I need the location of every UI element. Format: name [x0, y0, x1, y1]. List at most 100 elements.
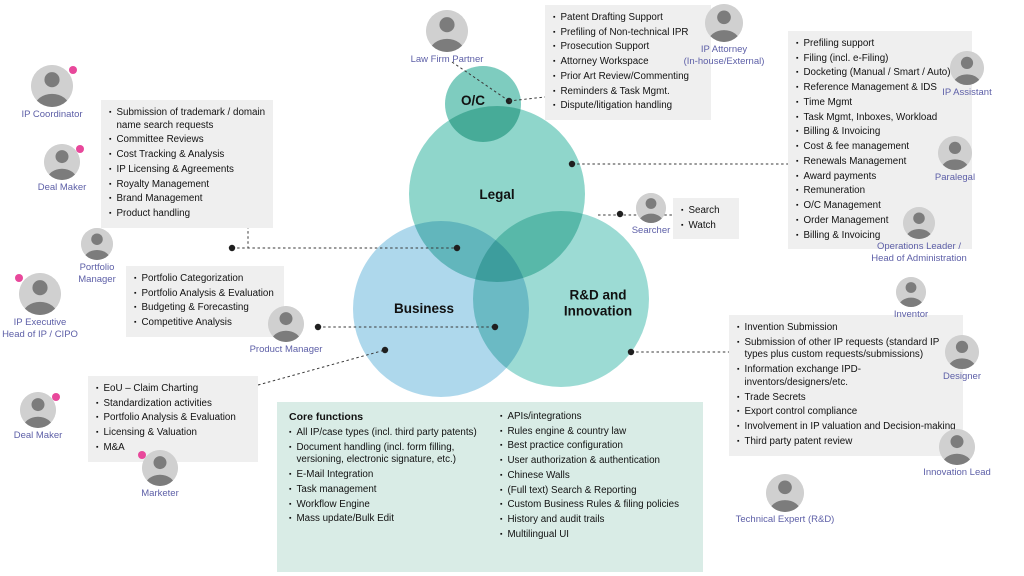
bullet-text: Time Mgmt — [803, 96, 853, 108]
bullet-text: APIs/integrations — [507, 411, 582, 422]
persona-law-firm-partner-label: Law Firm Partner — [410, 54, 484, 65]
persona-ip-executive-avatar — [19, 273, 61, 315]
persona-operations-leader-avatar — [903, 207, 935, 239]
persona-technical-expert-label: Technical Expert (R&D) — [735, 514, 835, 525]
bullet-text: History and audit trails — [507, 514, 605, 526]
person-silhouette-icon — [896, 277, 926, 307]
bullet-icon: ▪ — [289, 500, 292, 508]
bullet-text: Prefiling of Non-technical IPR — [560, 26, 689, 38]
person-silhouette-icon — [766, 474, 804, 512]
bullet-icon: ▪ — [96, 429, 99, 437]
connector-line — [451, 61, 510, 102]
bullet-item: ▪Involvement in IP valuation and Decisio… — [735, 421, 958, 434]
bullet-item: ▪ Prefiling support — [794, 38, 967, 51]
person-silhouette-icon — [142, 450, 178, 486]
bullet-text: Prefiling support — [803, 38, 875, 49]
bullet-text: Order Management — [803, 214, 889, 226]
bullet-text: Cost Tracking & Analysis — [116, 149, 225, 161]
person-silhouette-icon — [903, 207, 935, 239]
venn-label-business: Business — [393, 301, 455, 317]
bullet-text: Attorney Workspace — [560, 56, 649, 68]
bullet-icon: ▪ — [796, 143, 799, 151]
bullet-item: ▪Chinese Walls — [498, 470, 693, 483]
bullet-item: ▪ Billing & Invoicing — [794, 126, 967, 139]
bullet-icon: ▪ — [289, 515, 292, 523]
bullet-icon: ▪ — [96, 414, 99, 422]
bullet-text: User authorization & authentication — [507, 455, 660, 467]
bullet-icon: ▪ — [796, 98, 799, 106]
bullet-item: ▪Rules engine & country law — [498, 426, 693, 439]
persona-portfolio-manager-avatar — [81, 228, 113, 260]
bullet-text: Filing (incl. e-Filing) — [803, 52, 889, 64]
connector-dot — [314, 323, 322, 331]
persona-paralegal-avatar — [938, 136, 972, 170]
bullet-icon: ▪ — [96, 399, 99, 407]
person-silhouette-icon — [950, 51, 984, 85]
bullet-icon: ▪ — [737, 408, 740, 416]
persona-product-manager-label: Product Manager — [249, 344, 323, 355]
bullet-icon: ▪ — [289, 429, 292, 436]
bullet-text: Submission of trademark / domain name se… — [116, 107, 266, 131]
bullet-item: ▪Third party patent review — [735, 436, 958, 449]
bullet-item: ▪Cost Tracking & Analysis — [107, 149, 268, 162]
person-silhouette-icon — [20, 392, 56, 428]
bullet-item: ▪Search — [679, 205, 734, 218]
persona-paralegal-label: Paralegal — [934, 172, 976, 183]
persona-inventor-avatar — [896, 277, 926, 307]
bullet-text: M&A — [103, 441, 125, 453]
bullet-item: ▪APIs/integrations — [498, 411, 693, 424]
bullet-item: ▪O/C Management — [794, 200, 967, 213]
bullet-item: ▪Reference Management & IDS — [794, 82, 967, 95]
bullet-text: Billing & Invoicing — [803, 126, 881, 138]
bullet-icon: ▪ — [796, 231, 799, 239]
bullet-icon: ▪ — [500, 530, 503, 538]
bullet-text: Export control compliance — [744, 406, 858, 418]
bullet-text: Task Mgmt, Inboxes, Workload — [803, 111, 938, 123]
bullet-text: (Full text) Search & Reporting — [507, 484, 637, 496]
bullet-item: ▪Patent Drafting Support — [551, 12, 706, 25]
bullet-item: ▪Watch — [679, 220, 734, 233]
bullet-text: Portfolio Analysis & Evaluation — [141, 287, 274, 299]
bullet-icon: ▪ — [134, 275, 137, 282]
bullet-text: All IP/case types (incl. third party pat… — [296, 427, 477, 438]
person-silhouette-icon — [938, 136, 972, 170]
bullet-icon: ▪ — [96, 385, 99, 392]
bullet-item: ▪Document handling (incl. form filling, … — [287, 442, 482, 467]
bullet-icon: ▪ — [553, 87, 556, 95]
bullet-icon: ▪ — [289, 443, 292, 451]
bullet-text: Committee Reviews — [116, 134, 204, 146]
bullet-text: Trade Secrets — [744, 391, 806, 403]
bullet-text: Multilingual UI — [507, 528, 570, 540]
bullet-text: Dispute/litigation handling — [560, 100, 673, 112]
person-silhouette-icon — [268, 306, 304, 342]
persona-ip-attorney-avatar — [705, 4, 743, 42]
persona-searcher-avatar — [636, 193, 666, 223]
bullet-item: ▪Portfolio Categorization — [132, 273, 279, 286]
venn-label-legal: Legal — [479, 187, 515, 203]
bullet-text: Best practice configuration — [507, 440, 623, 452]
persona-innovation-lead-avatar — [939, 429, 975, 465]
bullet-item: ▪Submission of other IP requests (standa… — [735, 337, 958, 362]
core-functions-title: Core functions — [289, 411, 364, 423]
persona-searcher-label: Searcher — [631, 225, 671, 236]
bullet-item: ▪Portfolio Analysis & Evaluation — [132, 288, 279, 301]
female-indicator-dot — [138, 451, 146, 459]
bullet-icon: ▪ — [796, 84, 799, 92]
persona-ip-assistant-label: IP Assistant — [942, 87, 992, 98]
person-silhouette-icon — [19, 273, 61, 315]
bullet-icon: ▪ — [500, 486, 503, 494]
bullet-item: ▪Competitive Analysis — [132, 317, 279, 330]
bullet-text: Competitive Analysis — [141, 317, 232, 329]
bullet-item: ▪Custom Business Rules & filing policies — [498, 499, 693, 512]
connector-dot — [491, 323, 499, 331]
bullet-icon: ▪ — [796, 40, 799, 47]
bullet-icon: ▪ — [500, 442, 503, 450]
person-silhouette-icon — [939, 429, 975, 465]
persona-inventor-label: Inventor — [893, 309, 929, 320]
bullet-item: ▪Reminders & Task Mgmt. — [551, 86, 706, 99]
bullet-icon: ▪ — [796, 128, 799, 136]
bullet-text: Invention Submission — [744, 322, 838, 333]
